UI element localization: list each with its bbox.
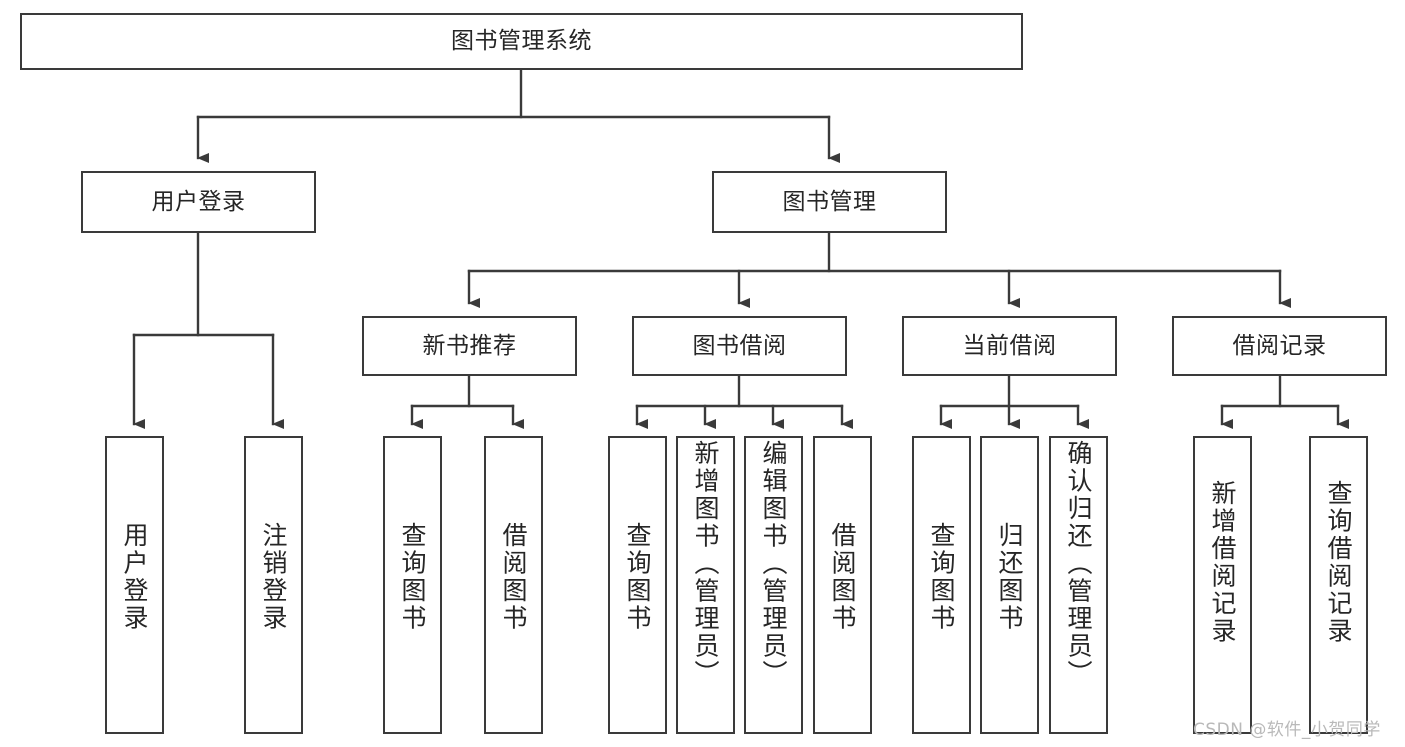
node-leaf-borrow-book-1[interactable]: 借阅图书 (484, 436, 543, 734)
node-leaf-logout-login-label: 注销登录 (259, 522, 288, 632)
node-book-borrow-label: 图书借阅 (692, 332, 787, 359)
node-leaf-user-login[interactable]: 用户登录 (105, 436, 164, 734)
node-leaf-query-book-2[interactable]: 查询图书 (608, 436, 667, 734)
node-leaf-add-record[interactable]: 新增借阅记录 (1193, 436, 1252, 734)
node-leaf-query-book-2-label: 查询图书 (623, 522, 652, 632)
node-current-borrow[interactable]: 当前借阅 (902, 316, 1117, 376)
node-leaf-query-book-1-label: 查询图书 (398, 522, 427, 632)
node-leaf-edit-book-label: 编辑图书（管理员） (759, 440, 788, 688)
node-leaf-borrow-book-2-label: 借阅图书 (828, 522, 857, 632)
node-leaf-add-book-label: 新增图书（管理员） (691, 440, 720, 688)
node-leaf-confirm-return-label: 确认归还（管理员） (1064, 440, 1093, 688)
node-leaf-add-book[interactable]: 新增图书（管理员） (676, 436, 735, 734)
node-user-login-label: 用户登录 (151, 188, 246, 215)
node-leaf-query-record[interactable]: 查询借阅记录 (1309, 436, 1368, 734)
node-leaf-query-book-3-label: 查询图书 (927, 522, 956, 632)
node-borrow-record-label: 借阅记录 (1232, 332, 1327, 359)
node-current-borrow-label: 当前借阅 (962, 332, 1057, 359)
node-leaf-query-book-3[interactable]: 查询图书 (912, 436, 971, 734)
node-leaf-query-book-1[interactable]: 查询图书 (383, 436, 442, 734)
node-root[interactable]: 图书管理系统 (20, 13, 1023, 70)
node-user-login[interactable]: 用户登录 (81, 171, 316, 233)
node-leaf-user-login-label: 用户登录 (120, 522, 149, 632)
node-leaf-borrow-book-2[interactable]: 借阅图书 (813, 436, 872, 734)
node-borrow-record[interactable]: 借阅记录 (1172, 316, 1387, 376)
node-leaf-add-record-label: 新增借阅记录 (1208, 480, 1237, 645)
node-leaf-confirm-return[interactable]: 确认归还（管理员） (1049, 436, 1108, 734)
node-leaf-borrow-book-1-label: 借阅图书 (499, 522, 528, 632)
node-leaf-return-book[interactable]: 归还图书 (980, 436, 1039, 734)
node-book-borrow[interactable]: 图书借阅 (632, 316, 847, 376)
node-root-label: 图书管理系统 (451, 28, 592, 55)
node-leaf-query-record-label: 查询借阅记录 (1324, 480, 1353, 645)
node-book-management-label: 图书管理 (782, 188, 877, 215)
node-new-book-recommend[interactable]: 新书推荐 (362, 316, 577, 376)
node-book-management[interactable]: 图书管理 (712, 171, 947, 233)
node-leaf-edit-book[interactable]: 编辑图书（管理员） (744, 436, 803, 734)
node-leaf-logout-login[interactable]: 注销登录 (244, 436, 303, 734)
node-new-book-recommend-label: 新书推荐 (422, 332, 517, 359)
csdn-watermark: CSDN @软件_小贺同学 (1193, 720, 1381, 740)
node-leaf-return-book-label: 归还图书 (995, 522, 1024, 632)
